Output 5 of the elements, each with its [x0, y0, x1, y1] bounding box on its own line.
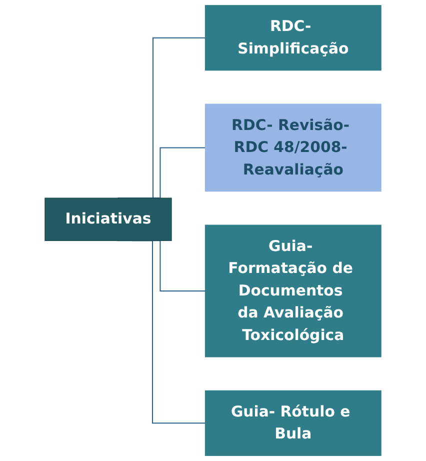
node-box: RDC- Revisão- RDC 48/2008- Reavaliação — [204, 104, 382, 192]
node-box: RDC- Simplificação — [204, 5, 382, 71]
node-box: Guia- Formatação de Documentos da Avaliação Toxicológica — [204, 224, 382, 358]
node-box: Iniciativas — [44, 198, 172, 241]
node-box: Guia- Rótulo e Bula — [204, 390, 382, 456]
